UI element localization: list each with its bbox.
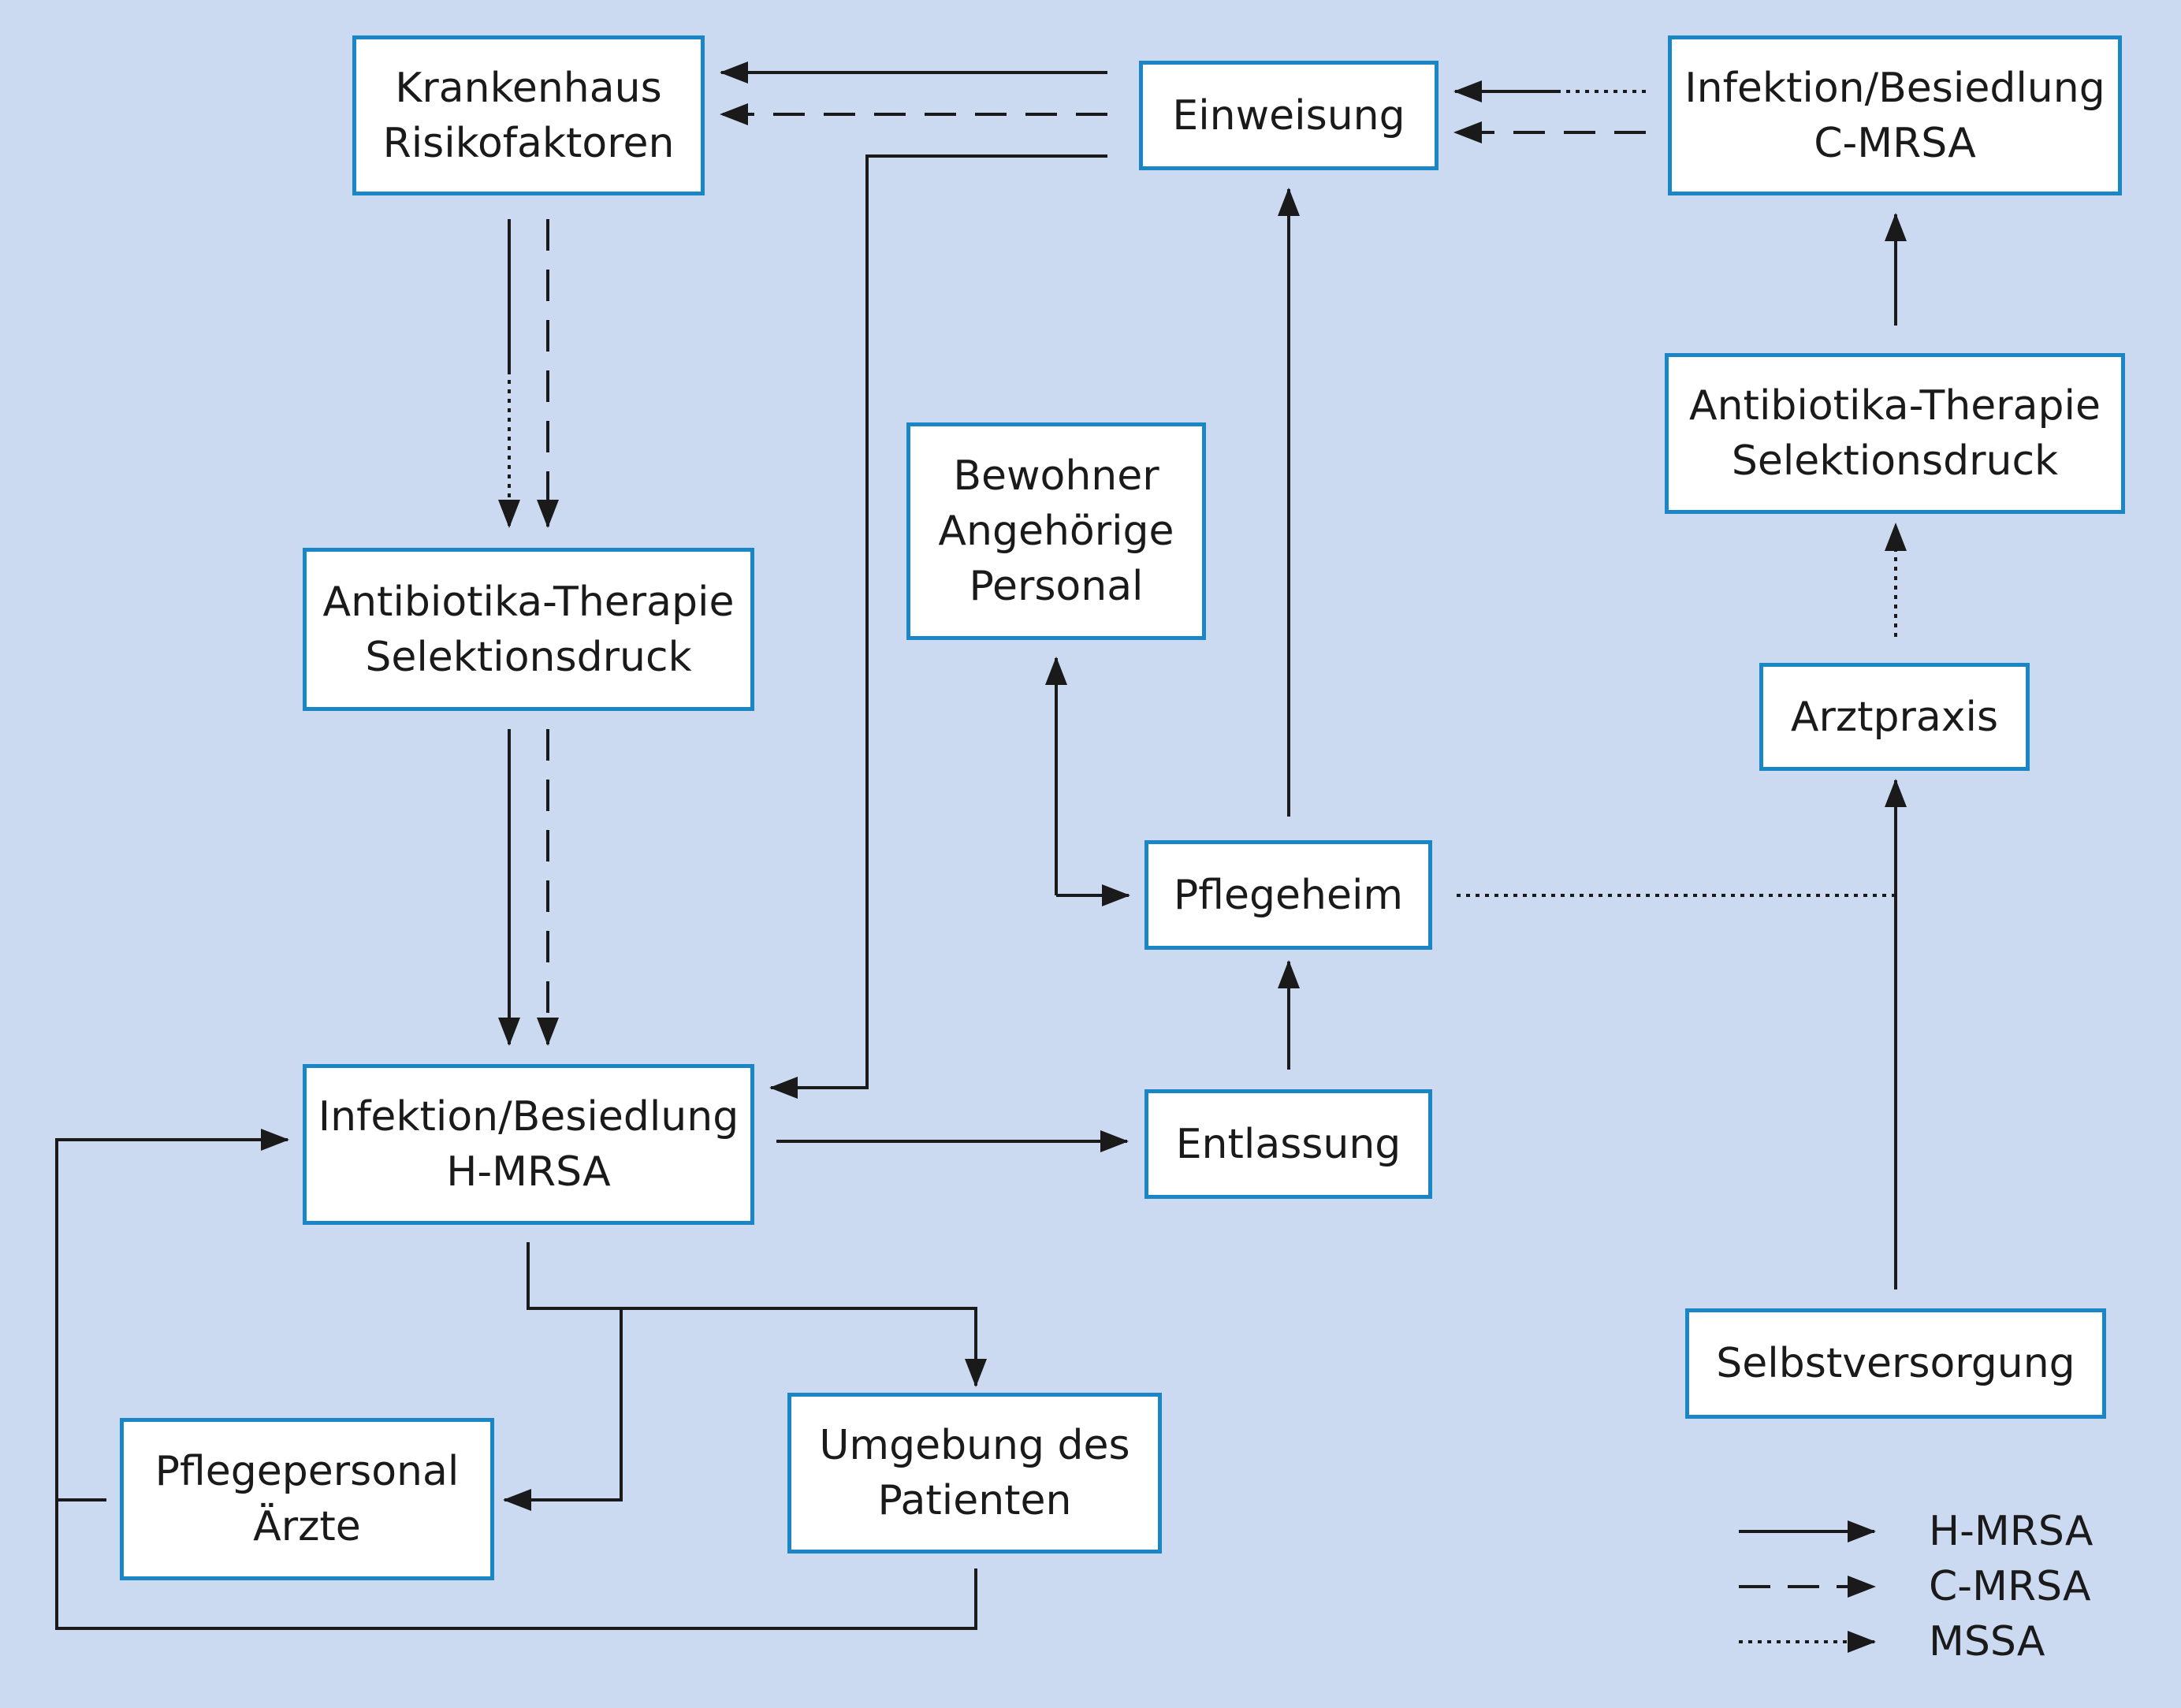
node-einweisung-label: Einweisung bbox=[1172, 91, 1405, 140]
node-selbstversorgung-label: Selbstversorgung bbox=[1716, 1340, 2075, 1387]
node-infektion-cmrsa: Infektion/Besiedlung C-MRSA bbox=[1668, 35, 2122, 195]
node-infektion-hmrsa-label: Infektion/Besiedlung H-MRSA bbox=[318, 1093, 739, 1196]
link-pflegeheim-to-arztpraxis-dotted bbox=[1457, 894, 1897, 977]
node-krankenhaus-risikofaktoren: Krankenhaus Risikofaktoren bbox=[352, 35, 705, 195]
node-infektion-hmrsa: Infektion/Besiedlung H-MRSA bbox=[303, 1064, 754, 1225]
node-umgebung-label: Umgebung des Patienten bbox=[819, 1422, 1130, 1524]
node-entlassung: Entlassung bbox=[1144, 1089, 1432, 1199]
node-selbstversorgung: Selbstversorgung bbox=[1685, 1308, 2106, 1419]
node-pflegeheim: Pflegeheim bbox=[1144, 840, 1432, 950]
node-arztpraxis: Arztpraxis bbox=[1759, 663, 2030, 771]
node-bewohner-angehoerige-personal: Bewohner Angehörige Personal bbox=[906, 422, 1206, 640]
node-antibiotika-therapie-right: Antibiotika-Therapie Selektionsdruck bbox=[1665, 353, 2125, 514]
node-arztpraxis-label: Arztpraxis bbox=[1790, 693, 1999, 741]
node-einweisung: Einweisung bbox=[1139, 61, 1438, 170]
arrow-umgebung-feedback-to-infektion-hmrsa bbox=[55, 1129, 977, 1630]
node-pflegepersonal-aerzte: Pflegepersonal Ärzte bbox=[120, 1418, 494, 1580]
node-antibiotika-therapie-left: Antibiotika-Therapie Selektionsdruck bbox=[303, 548, 754, 711]
node-pflegepersonal-label: Pflegepersonal Ärzte bbox=[154, 1448, 460, 1550]
legend-label-mssa: MSSA bbox=[1929, 1618, 2045, 1665]
arrow-infektion-hmrsa-to-pflegepersonal bbox=[503, 1308, 623, 1511]
node-pflegeheim-label: Pflegeheim bbox=[1173, 871, 1404, 919]
legend-label-hmrsa: H-MRSA bbox=[1929, 1508, 2094, 1555]
node-umgebung-des-patienten: Umgebung des Patienten bbox=[787, 1393, 1162, 1554]
node-antibiotika-right-label: Antibiotika-Therapie Selektionsdruck bbox=[1689, 382, 2101, 485]
node-infektion-cmrsa-label: Infektion/Besiedlung C-MRSA bbox=[1684, 64, 2105, 167]
node-antibiotika-left-label: Antibiotika-Therapie Selektionsdruck bbox=[322, 578, 735, 681]
arrow-infektion-hmrsa-to-umgebung bbox=[527, 1242, 987, 1387]
node-entlassung-label: Entlassung bbox=[1175, 1120, 1401, 1168]
legend-label-cmrsa: C-MRSA bbox=[1929, 1563, 2091, 1610]
node-krankenhaus-label: Krankenhaus Risikofaktoren bbox=[382, 64, 675, 167]
node-bewohner-label: Bewohner Angehörige Personal bbox=[938, 452, 1174, 610]
arrow-einweisung-to-infektion-hmrsa bbox=[769, 154, 1107, 1099]
